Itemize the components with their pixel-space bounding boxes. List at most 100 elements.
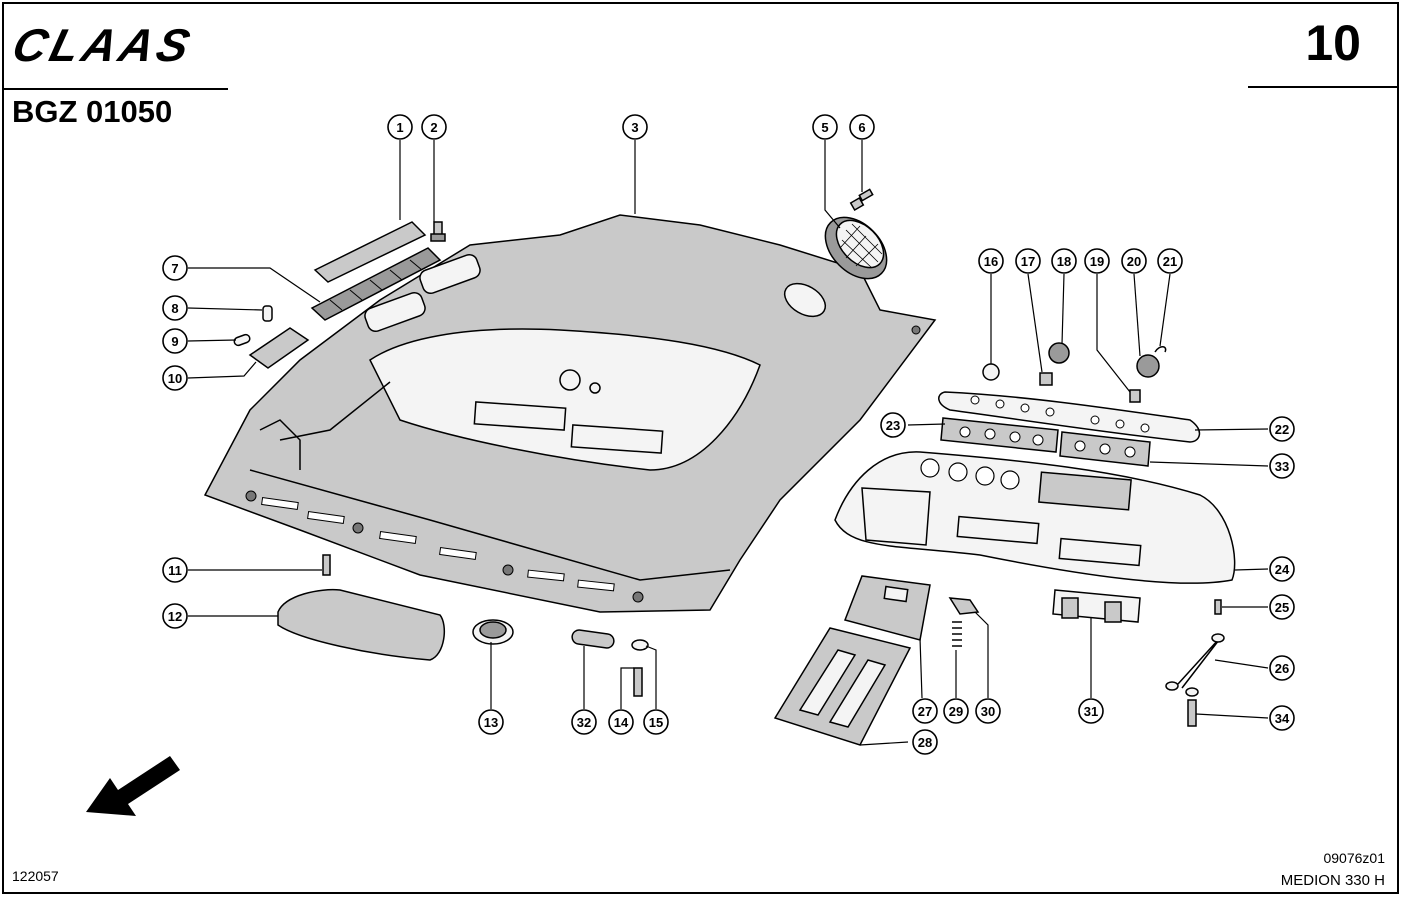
callout-5: 5 [812, 114, 838, 140]
callout-20: 20 [1121, 248, 1147, 274]
svg-text:16: 16 [984, 254, 998, 269]
svg-text:1: 1 [396, 120, 403, 135]
part-14-bolt [633, 667, 643, 697]
svg-text:33: 33 [1275, 459, 1289, 474]
page-number-underline [1248, 86, 1399, 88]
svg-text:26: 26 [1275, 661, 1289, 676]
svg-text:20: 20 [1127, 254, 1141, 269]
part-12-sun-visor [277, 588, 446, 661]
svg-text:11: 11 [168, 563, 182, 578]
part-22-switch-strip [938, 391, 1201, 443]
svg-text:15: 15 [649, 715, 663, 730]
callout-12: 12 [162, 603, 188, 629]
part-6-screw [849, 188, 874, 211]
callout-9: 9 [162, 328, 188, 354]
svg-text:25: 25 [1275, 600, 1289, 615]
svg-text:31: 31 [1084, 704, 1098, 719]
part-29-spring [952, 621, 962, 647]
callout-14: 14 [608, 709, 634, 735]
part-28-tray [773, 627, 912, 746]
callout-29: 29 [943, 698, 969, 724]
part-34-bolt [1187, 699, 1197, 727]
drawing-number: 09076z01 [1323, 850, 1385, 866]
callout-13: 13 [478, 709, 504, 735]
catalog-number: 122057 [12, 868, 59, 884]
part-5-speaker [824, 216, 888, 280]
callout-11: 11 [162, 557, 188, 583]
part-21-spring-clip [1154, 346, 1167, 353]
callout-6: 6 [849, 114, 875, 140]
callout-21: 21 [1157, 248, 1183, 274]
callout-10: 10 [162, 365, 188, 391]
svg-text:22: 22 [1275, 422, 1289, 437]
page-number: 10 [1305, 15, 1361, 71]
svg-text:7: 7 [171, 261, 178, 276]
logo-underline [2, 88, 228, 90]
callout-8: 8 [162, 295, 188, 321]
callout-26: 26 [1269, 655, 1295, 681]
part-32-grip [571, 629, 615, 649]
svg-text:12: 12 [168, 609, 182, 624]
callout-bubbles: 1 2 3 5 6 7 8 9 10 11 12 13 14 15 16 17 … [162, 114, 1295, 755]
svg-text:13: 13 [484, 715, 498, 730]
svg-text:29: 29 [949, 704, 963, 719]
svg-text:24: 24 [1275, 562, 1290, 577]
callout-28: 28 [912, 729, 938, 755]
direction-arrow-icon [86, 756, 180, 816]
machine-model: MEDION 330 H [1280, 872, 1385, 889]
part-11-bolt [322, 554, 331, 576]
svg-text:3: 3 [631, 120, 638, 135]
callout-32: 32 [571, 709, 597, 735]
callout-16: 16 [978, 248, 1004, 274]
part-9-bulb [233, 333, 251, 347]
part-34-washer [1185, 687, 1199, 697]
svg-text:32: 32 [577, 715, 591, 730]
part-8-plug [262, 305, 273, 322]
svg-text:23: 23 [886, 418, 900, 433]
part-27-cover [843, 575, 931, 641]
part-26-strap [1177, 635, 1223, 689]
part-33-plate [1059, 431, 1151, 467]
svg-text:2: 2 [430, 120, 437, 135]
assembly-code: BGZ 01050 [12, 94, 173, 129]
callout-27: 27 [912, 698, 938, 724]
svg-text:14: 14 [614, 715, 629, 730]
part-19-clip [1129, 389, 1141, 403]
svg-text:19: 19 [1090, 254, 1104, 269]
part-10-lamp [248, 327, 310, 369]
part-2-bolt [430, 221, 446, 242]
part-16-cap [982, 363, 1000, 381]
svg-text:10: 10 [168, 371, 182, 386]
callout-33: 33 [1269, 453, 1295, 479]
part-13-vent [472, 619, 514, 645]
callout-34: 34 [1269, 705, 1295, 731]
svg-text:9: 9 [171, 334, 178, 349]
callout-22: 22 [1269, 416, 1295, 442]
svg-text:30: 30 [981, 704, 995, 719]
callout-3: 3 [622, 114, 648, 140]
leader-lines [187, 140, 1269, 746]
callout-30: 30 [975, 698, 1001, 724]
callout-7: 7 [162, 255, 188, 281]
headliner-panel [203, 214, 937, 613]
part-1-strip [313, 221, 427, 283]
part-20-knob [1136, 354, 1160, 378]
callout-24: 24 [1269, 556, 1295, 582]
callout-2: 2 [421, 114, 447, 140]
svg-text:17: 17 [1021, 254, 1035, 269]
svg-text:18: 18 [1057, 254, 1071, 269]
part-18-grommet [1048, 342, 1070, 364]
part-23-plate [940, 417, 1059, 453]
callout-18: 18 [1051, 248, 1077, 274]
part-7-grille [310, 247, 442, 321]
callout-31: 31 [1078, 698, 1104, 724]
svg-text:8: 8 [171, 301, 178, 316]
part-30-latch [948, 597, 980, 615]
part-15-washer [631, 639, 649, 651]
callout-1: 1 [387, 114, 413, 140]
svg-text:27: 27 [918, 704, 932, 719]
part-24-console [834, 451, 1236, 584]
callout-17: 17 [1015, 248, 1041, 274]
part-31-bracket [1052, 589, 1141, 623]
